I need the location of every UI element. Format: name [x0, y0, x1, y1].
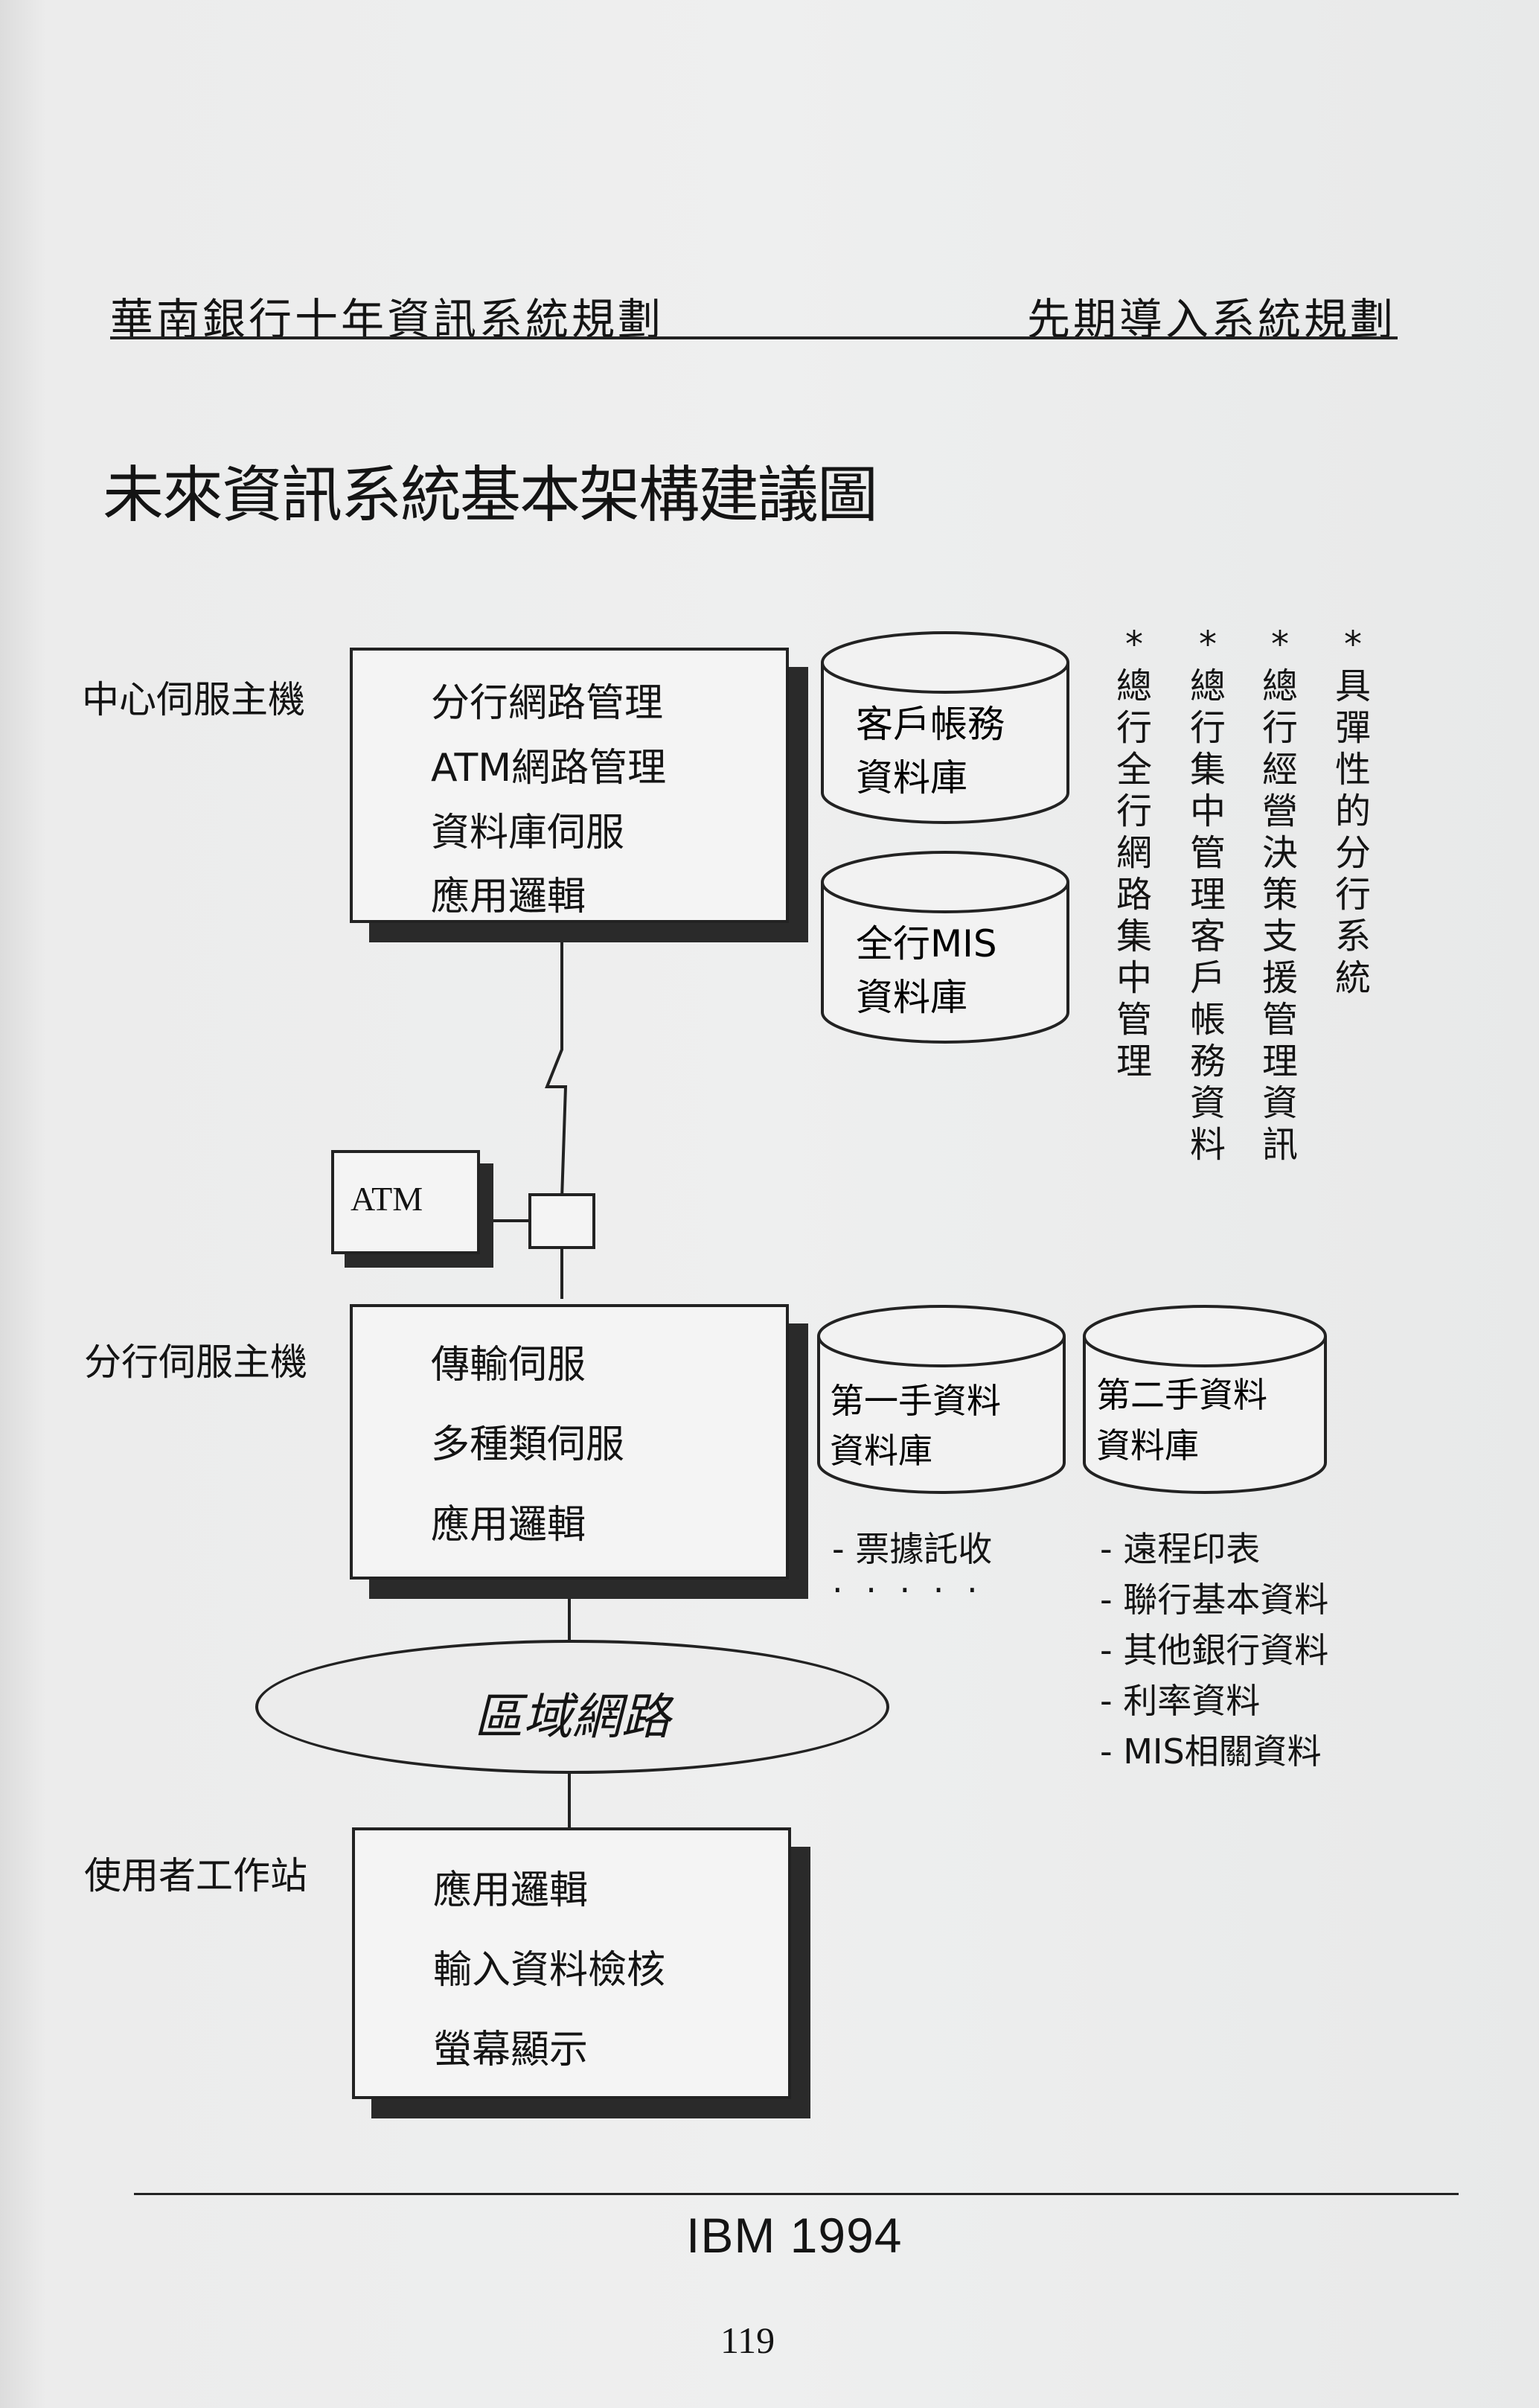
central-host-box: 分行網路管理 ATM網路管理 資料庫伺服 應用邏輯: [350, 648, 789, 923]
db-label: 客戶帳務: [856, 703, 1005, 746]
second-db-note: - 遠程印表: [1100, 1529, 1261, 1569]
central-host-item: 資料庫伺服: [431, 811, 625, 855]
feature-flexible-branch: *具彈性的分行系統: [1334, 624, 1371, 999]
customer-account-database: 客戶帳務 資料庫: [821, 631, 1069, 824]
branch-host-box: 傳輸伺服 多種類伺服 應用邏輯: [350, 1304, 789, 1580]
branch-host-item: 應用邏輯: [431, 1503, 586, 1548]
atm-label: ATM: [351, 1180, 423, 1218]
footer-text: IBM 1994: [686, 2208, 903, 2263]
atm-box: ATM: [331, 1150, 480, 1254]
central-host-item: 分行網路管理: [431, 681, 664, 726]
feature-customer-data: *總行集中管理客戶帳務資料: [1189, 624, 1226, 1166]
workstation-item: 應用邏輯: [433, 1868, 589, 1913]
central-host-item: ATM網路管理: [431, 746, 667, 791]
header-left: 華南銀行十年資訊系統規劃: [110, 294, 665, 345]
wan-link-line: [545, 923, 568, 1199]
db-label: 資料庫: [856, 976, 967, 1019]
db-label: 全行MIS: [856, 922, 997, 965]
second-hand-database: 第二手資料 資料庫: [1083, 1305, 1327, 1494]
top-databases: 客戶帳務 資料庫 全行MIS 資料庫: [821, 631, 1069, 1044]
first-db-note: ‧ ‧ ‧ ‧ ‧: [832, 1571, 984, 1611]
page-number: 119: [720, 2319, 775, 2361]
db-label: 資料庫: [830, 1431, 932, 1471]
feature-decision-support: *總行經營決策支援管理資訊: [1261, 624, 1298, 1166]
branch-databases: 第一手資料 資料庫 第二手資料 資料庫: [817, 1305, 1327, 1494]
central-host-label: 中心伺服主機: [82, 678, 305, 721]
db-label: 第二手資料: [1096, 1375, 1267, 1415]
feature-network-mgmt: *總行全行網路集中管理: [1116, 624, 1152, 1082]
db-label: 第一手資料: [830, 1381, 1001, 1421]
second-db-note: - 其他銀行資料: [1100, 1630, 1329, 1670]
diagram-title: 未來資訊系統基本架構建議圖: [103, 460, 878, 531]
lan-label: 區域網路: [474, 1688, 671, 1746]
header-right: 先期導入系統規劃: [1027, 294, 1397, 345]
lan-ellipse: 區域網路: [255, 1640, 889, 1774]
db-label: 資料庫: [856, 756, 967, 799]
branch-host-item: 多種類伺服: [431, 1422, 625, 1467]
db-label: 資料庫: [1096, 1425, 1199, 1466]
branch-host-label: 分行伺服主機: [84, 1341, 307, 1384]
second-db-note: - 聯行基本資料: [1100, 1580, 1329, 1620]
footer-rule: [134, 2193, 1459, 2195]
workstation-box: 應用邏輯 輸入資料檢核 螢幕顯示: [352, 1827, 791, 2099]
second-db-note: - 利率資料: [1100, 1681, 1261, 1721]
workstation-label: 使用者工作站: [84, 1854, 307, 1897]
first-hand-database: 第一手資料 資料庫: [817, 1305, 1066, 1494]
second-db-note: - MIS相關資料: [1100, 1731, 1322, 1772]
branch-host-item: 傳輸伺服: [431, 1343, 586, 1387]
first-db-note: - 票據託收: [832, 1529, 993, 1569]
workstation-item: 輸入資料檢核: [433, 1948, 666, 1993]
header-rule: [110, 336, 1398, 339]
central-host-item: 應用邏輯: [431, 875, 586, 919]
mis-database: 全行MIS 資料庫: [821, 851, 1069, 1044]
workstation-item: 螢幕顯示: [433, 2028, 589, 2072]
network-switch-box: [528, 1193, 595, 1249]
